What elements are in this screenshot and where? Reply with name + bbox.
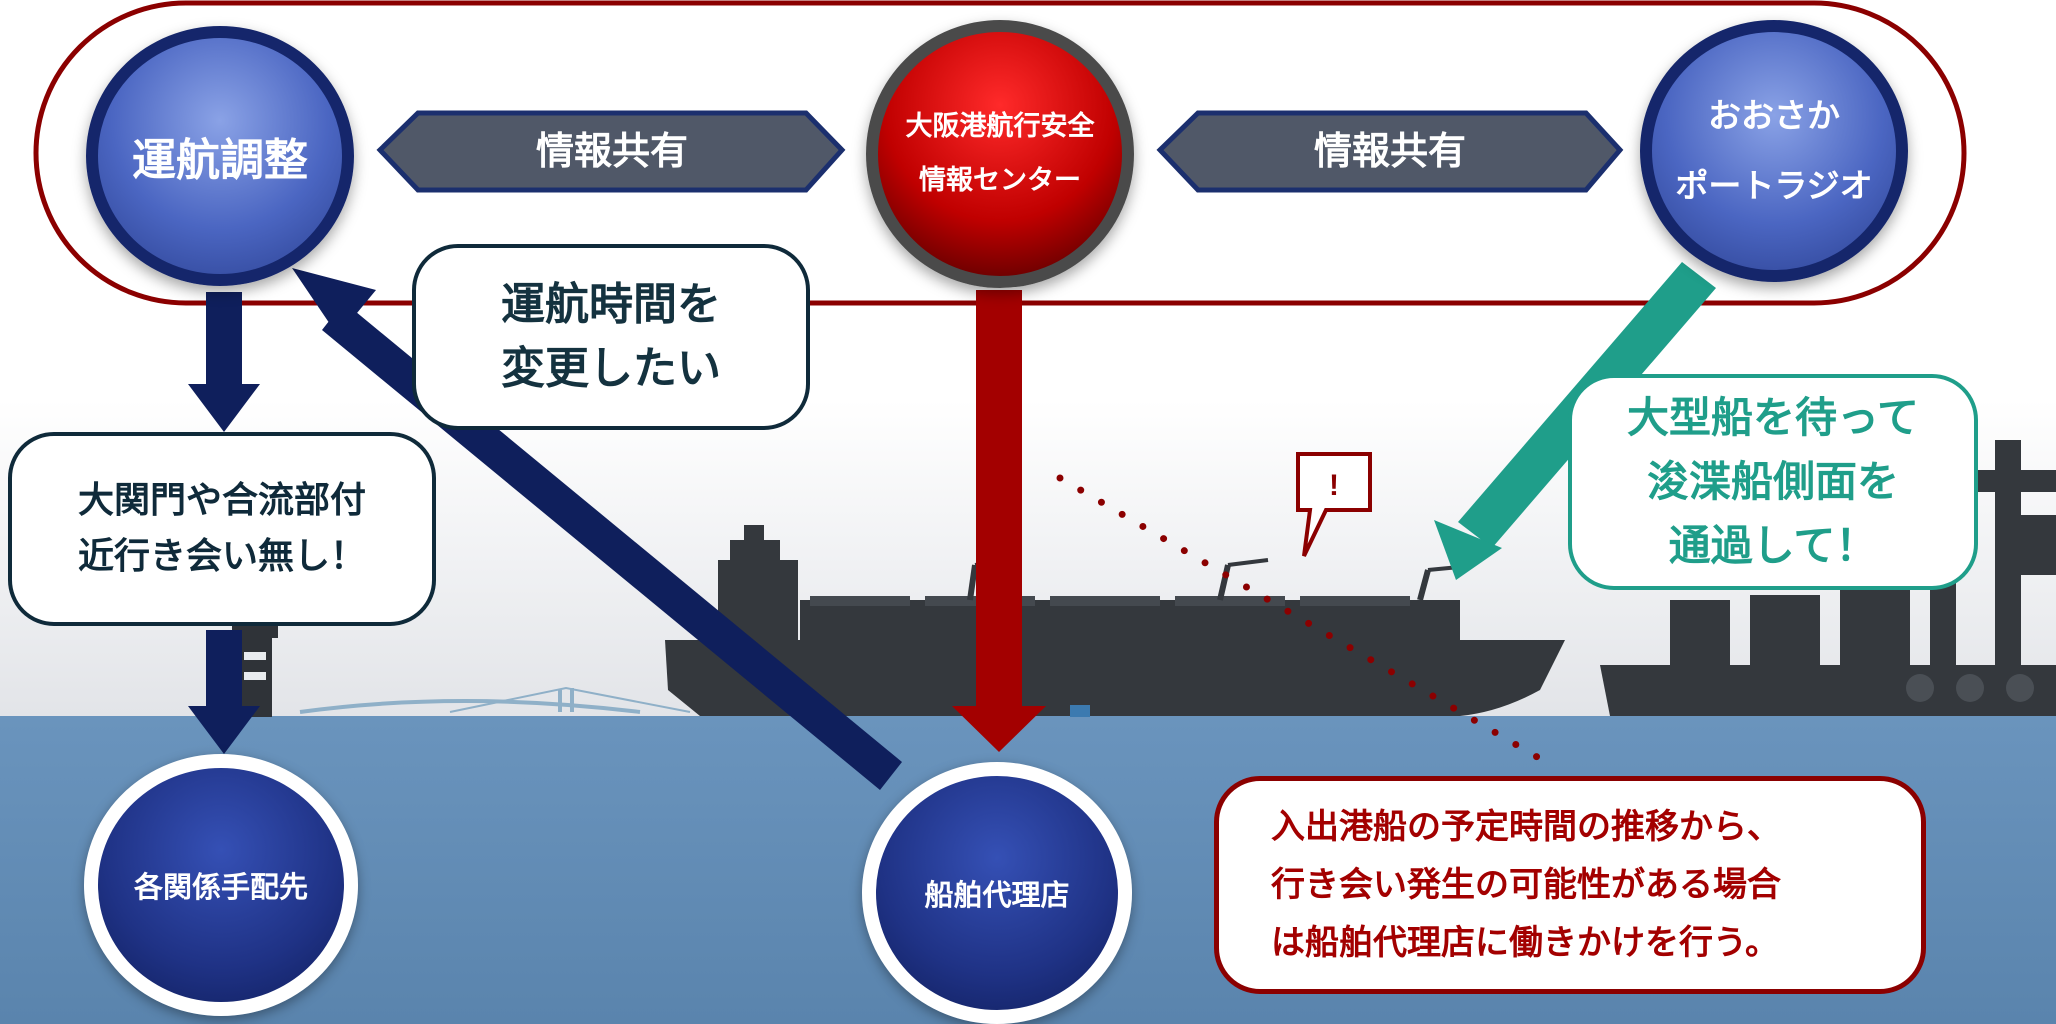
info-share-label-left: 情報共有: [536, 129, 688, 173]
dotted-path: [1056, 474, 1560, 772]
info-share-banner-right: [1156, 110, 1624, 193]
alert-callout: !: [1296, 452, 1372, 557]
arrow-center-to-agent: [952, 290, 1046, 752]
node-ship-agent-label: 船舶代理店: [924, 878, 1070, 912]
callout-no-meeting-text: 大関門や合流部付 近行き会い無し！: [77, 480, 366, 577]
node-contacts: 各関係手配先: [84, 754, 358, 1016]
callout-wait-large-ship: 大型船を待って 浚渫船側面を 通過して！: [1568, 374, 1978, 590]
node-operations: 運航調整: [86, 26, 354, 286]
info-share-label-right: 情報共有: [1314, 129, 1466, 173]
callout-change-time-text: 運航時間を 変更したい: [501, 279, 721, 394]
node-safety-center-label: 大阪港航行安全 情報センター: [905, 111, 1095, 196]
arrow-operations-to-contacts: [188, 292, 260, 754]
node-ship-agent: 船舶代理店: [862, 762, 1132, 1024]
callout-change-time: 運航時間を 変更したい: [412, 244, 810, 430]
lighthouse-silhouette: [232, 624, 278, 717]
alert-mark: !: [1329, 469, 1339, 502]
callout-wait-large-ship-text: 大型船を待って 浚渫船側面を 通過して！: [1627, 393, 1919, 570]
callout-work-with-agent: 入出港船の予定時間の推移から、 行き会い発生の可能性がある場合 は船舶代理店に働…: [1214, 776, 1926, 994]
container-ship-silhouette: [665, 525, 1565, 717]
callout-no-meeting: 大関門や合流部付 近行き会い無し！: [8, 432, 436, 626]
info-share-banner-left: [376, 110, 846, 193]
node-operations-label: 運航調整: [132, 135, 308, 186]
callout-work-with-agent-text: 入出港船の予定時間の推移から、 行き会い発生の可能性がある場合 は船舶代理店に働…: [1271, 807, 1781, 963]
bridge-silhouette: [299, 686, 691, 714]
node-contacts-label: 各関係手配先: [133, 870, 308, 904]
node-port-radio: おおさか ポートラジオ: [1640, 20, 1908, 282]
node-safety-center: 大阪港航行安全 情報センター: [866, 20, 1134, 288]
node-port-radio-label: おおさか ポートラジオ: [1675, 96, 1873, 205]
